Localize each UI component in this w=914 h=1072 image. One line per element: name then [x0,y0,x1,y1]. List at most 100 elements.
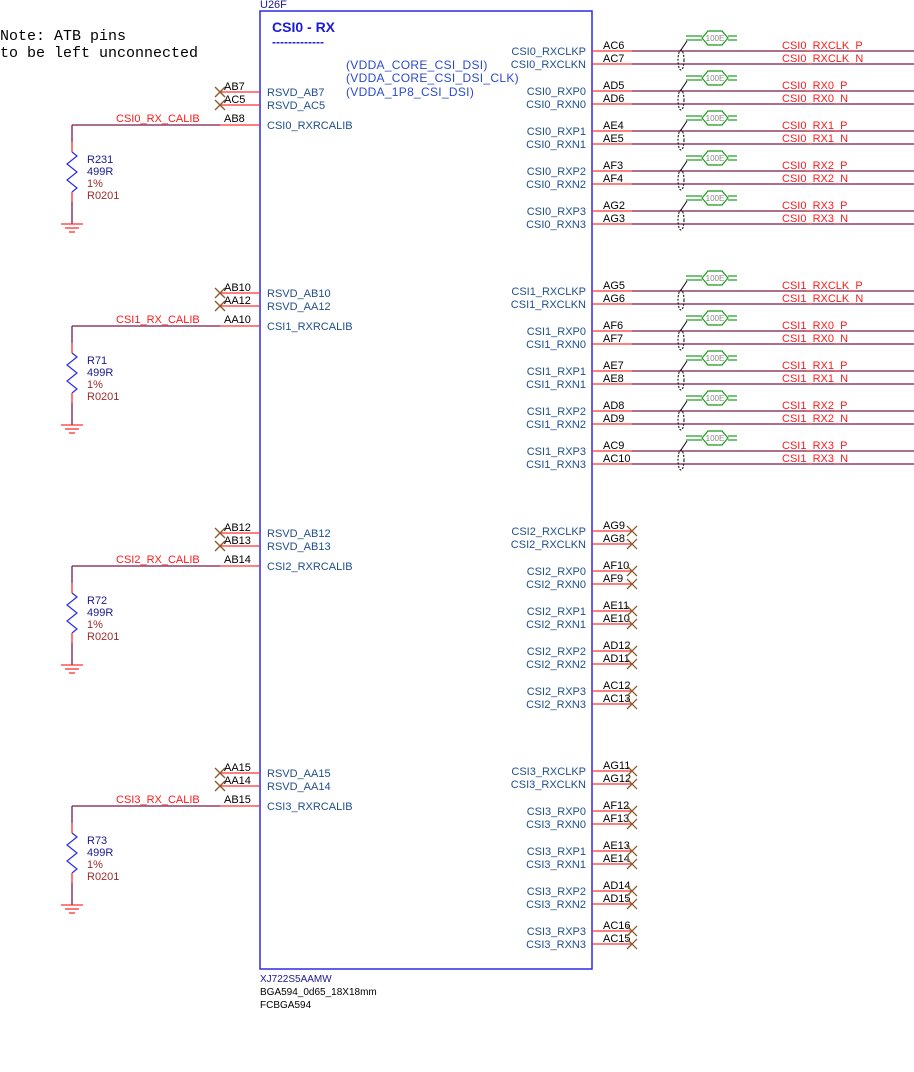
pin-number: AC6 [603,40,624,52]
termination-icon[interactable]: 100E [686,270,737,286]
pin-number: AB12 [224,522,251,534]
net-label: CSI1_RX_CALIB [116,314,200,326]
termination-icon[interactable]: 100E [686,390,737,406]
pin-number: AC13 [603,693,631,705]
pin-number: AG6 [603,293,625,305]
net-label: CSI1_RXCLK_P [782,280,863,292]
package-label: FCBGA594 [260,1000,312,1011]
net-label: CSI1_RX2_N [782,413,848,425]
pin-name: CSI2_RXP3 [527,686,586,698]
pin-name: CSI0_RXP2 [527,166,586,178]
diff-pair: CSI0_RXP0CSI0_RXN0AD5AD6CSI0_RX0_PCSI0_R… [526,70,914,111]
no-connect-icon [626,685,638,697]
no-connect-stroke [626,645,638,657]
ground-icon [61,223,83,233]
pin-name: CSI1_RXN3 [526,459,586,471]
pin-number: AD11 [603,653,630,665]
net-label: CSI2_RX_CALIB [116,554,200,566]
pin-name: CSI3_RXN1 [526,859,586,871]
resistor-icon[interactable] [66,151,78,193]
resistor-icon[interactable] [66,832,78,874]
no-connect-stroke [626,698,638,710]
no-connect-stroke [626,898,638,910]
pin-number: AC5 [224,94,245,106]
diff-pair-leader [680,280,688,291]
net-label: CSI1_RX3_N [782,453,848,465]
pin-number: AE10 [603,613,630,625]
resistor-icon[interactable] [66,592,78,634]
termination-icon[interactable]: 100E [686,310,737,326]
tp-body [701,350,729,366]
pin-number: AC16 [603,920,631,932]
pin-name: CSI3_RXN2 [526,899,586,911]
no-connect-icon [214,527,226,539]
diff-pair-marker-icon [677,209,685,231]
pin-name: CSI1_RXP2 [527,406,586,418]
note-line-2: to be left unconnected [0,45,198,62]
resistor-footprint: R0201 [87,631,119,643]
termination-icon[interactable]: 100E [686,190,737,206]
termination-icon[interactable]: 100E [686,350,737,366]
note-line-1: Note: ATB pins [0,28,126,45]
termination-icon[interactable]: 100E [686,30,737,46]
pin-number: AE5 [603,133,624,145]
pin-name: CSI3_RXP2 [527,886,586,898]
no-connect-icon [626,805,638,817]
resistor-refdes: R71 [87,355,107,367]
termination-icon[interactable]: 100E [686,430,737,446]
pin-number: AE8 [603,373,624,385]
no-connect-icon [626,898,638,910]
right-pin-groups: CSI0_RXCLKPCSI0_RXCLKNAC6AC7CSI0_RXCLK_P… [511,30,914,951]
net-label: CSI0_RX2_P [782,160,847,172]
component-body[interactable] [259,10,593,970]
pin-name: CSI0_RXRCALIB [267,120,353,132]
diff-pair: CSI1_RXP0CSI1_RXN0AF6AF7CSI1_RX0_PCSI1_R… [526,310,914,351]
no-connect-icon [626,885,638,897]
resistor-icon[interactable] [66,352,78,394]
resistor-refdes: R231 [87,154,113,166]
resistor-value: 499R [87,847,113,859]
power-label-3: (VDDA_1P8_CSI_DSI) [346,85,474,99]
termination-icon[interactable]: 100E [686,70,737,86]
diff-pair-marker-icon [677,89,685,111]
pin-name: RSVD_AC5 [267,100,325,112]
tp-body [701,270,729,286]
pin-name: CSI0_RXP0 [527,86,586,98]
pin-number: AD15 [603,893,631,905]
resistor-tolerance: 1% [87,178,103,190]
no-connect-stroke [214,99,226,111]
diff-pair: CSI1_RXP2CSI1_RXN2AD8AD9CSI1_RX2_PCSI1_R… [526,390,914,431]
right-group-2: CSI2_RXCLKPCSI2_RXCLKNAG9AG8CSI2_RXP0CSI… [511,520,638,711]
resistor-value: 499R [87,607,113,619]
pin-number: AF10 [603,560,629,572]
resistor-tolerance: 1% [87,619,103,631]
pin-number: AB7 [224,81,245,93]
termination-icon[interactable]: 100E [686,150,737,166]
pin-name: CSI1_RXRCALIB [267,321,353,333]
pin-number: AF4 [603,173,623,185]
part-number: XJ722S5AAMW [260,974,332,985]
pin-number: AF12 [603,800,629,812]
pin-number: AB13 [224,535,251,547]
diff-pair: CSI0_RXP1CSI0_RXN1AE4AE5CSI0_RX1_PCSI0_R… [526,110,914,151]
pin-number: AD14 [603,880,631,892]
net-label: CSI1_RX2_P [782,400,847,412]
termination-value: 100E [706,274,725,283]
diff-pair-marker-icon [677,169,685,191]
pin-number: AC7 [603,53,624,65]
pin-number: AB14 [224,554,251,566]
diff-pair-marker-icon [677,129,685,151]
no-connect-stroke [626,885,638,897]
pin-name: CSI0_RXP1 [527,126,586,138]
termination-icon[interactable]: 100E [686,110,737,126]
no-connect-icon [626,818,638,830]
termination-value: 100E [706,194,725,203]
no-connect-icon [626,658,638,670]
no-connect-stroke [214,780,226,792]
